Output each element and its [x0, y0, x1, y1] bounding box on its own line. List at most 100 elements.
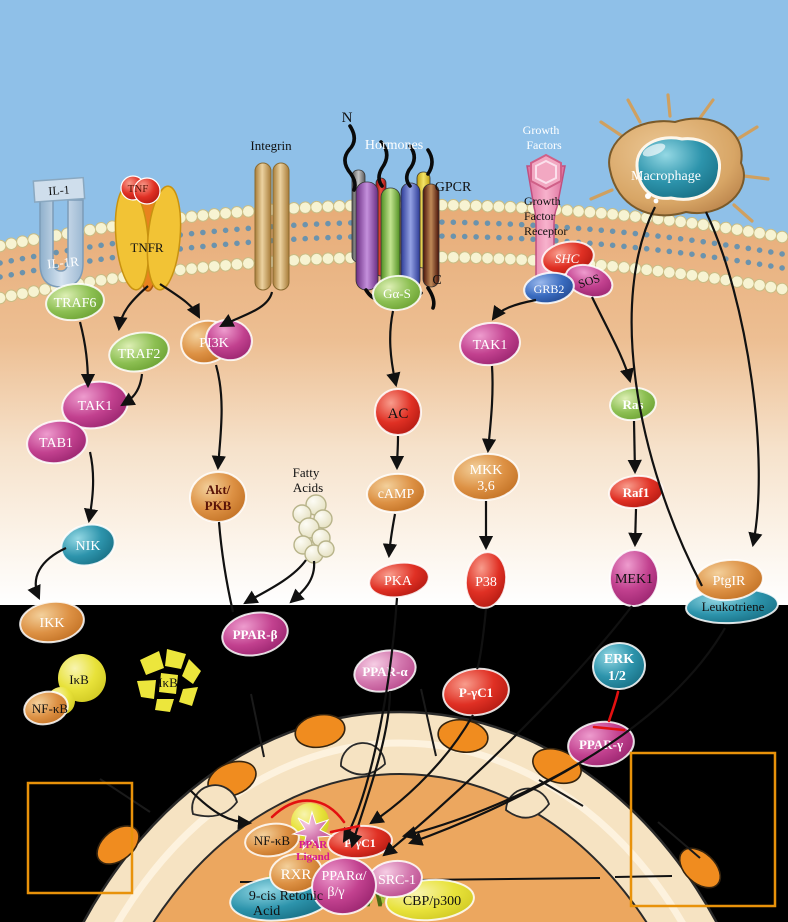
arrow-pi3k-akt	[211, 364, 226, 471]
growth-factor-ligand-inner	[535, 159, 557, 185]
ikk-label: IKK	[40, 616, 65, 631]
arrow-ras-raf1	[627, 420, 642, 475]
p38-label: P38	[475, 575, 497, 590]
arrow-tnfr-pi3k	[159, 283, 201, 319]
src1-label: SRC-1	[378, 873, 416, 888]
leukotriene-label: Leukotriene	[702, 599, 765, 614]
macrophage-label: Macrophage	[631, 169, 701, 184]
growth-factors-label-1: Growth	[523, 123, 560, 137]
tnf-ligand-2	[133, 177, 161, 205]
ppar-abg-body	[311, 856, 377, 916]
line-macrophage-left	[630, 206, 703, 587]
macrophage-granule	[653, 198, 659, 204]
sos-body	[564, 263, 614, 299]
gpcr-helix-blue	[400, 182, 421, 290]
tnfr-label: TNFR	[130, 240, 164, 255]
mkk36-label-2: 3,6	[477, 479, 495, 494]
fatty-acids-label-2: Acids	[293, 480, 323, 495]
raf1-label: Raf1	[623, 485, 650, 500]
nfkb-body	[23, 690, 69, 726]
macrophage-spikes	[589, 93, 770, 223]
tak1b-body	[459, 321, 521, 367]
arrow-pka-complex	[342, 597, 399, 843]
integrin-receptor: Integrin	[250, 138, 292, 291]
nik-body	[60, 523, 116, 567]
membrane-pin-row-upper	[0, 219, 788, 266]
arrow-ppara-complex	[348, 690, 392, 849]
pi3k-label: PI3K	[199, 336, 229, 351]
traf6-body	[45, 282, 105, 322]
nucleus: NF-κB PPAR Ligand P-γC1 RXR PPARα/ β/γ S…	[82, 688, 722, 922]
nfkb-label: NF-κB	[32, 701, 68, 716]
nuclear-nfkb-body	[244, 822, 300, 858]
ikb-degraded-label: IκB	[158, 675, 178, 690]
c-terminus-label: C	[432, 273, 441, 288]
tnfr-lobe-right	[146, 185, 182, 291]
erk-inhibits-ppargamma	[592, 690, 626, 732]
envelope-divider-lines	[99, 688, 701, 859]
arrow-fattyacid-pparb-left	[243, 559, 307, 605]
nuclear-pgc1-label: P-γC1	[344, 836, 376, 850]
gpcr-receptor: N Hormones GPCR C	[342, 110, 472, 310]
integrin-subunit-a	[254, 162, 272, 291]
legend-box-left	[26, 781, 134, 895]
hormones-label: Hormones	[365, 138, 423, 153]
ptgir-label: PtgIR	[713, 574, 746, 589]
ras-body	[609, 386, 657, 422]
nuclear-pores	[96, 713, 722, 889]
arrow-gas-ac	[386, 310, 401, 388]
retinoic-label-1: 9-cis Retonic	[249, 889, 323, 904]
growth-factor-receptor: Growth Factors Growth Factor Receptor	[523, 123, 567, 286]
akt-label-2: PKB	[205, 498, 232, 513]
arrow-sos-ras	[591, 296, 634, 384]
il1-ligand-box	[32, 176, 86, 203]
gpcr-label: GPCR	[435, 180, 472, 195]
camp-body	[366, 472, 426, 514]
macrophage-highlight	[642, 143, 666, 157]
ppar-beta-body	[221, 611, 289, 657]
arrow-macrophage-ptgir	[705, 211, 763, 548]
akt-body	[189, 470, 247, 524]
arrow-leukotriene-complex	[401, 627, 726, 840]
gfr-label-2: Factor	[524, 209, 555, 223]
mek1-label: MEK1	[615, 572, 653, 587]
retinoic-label-2: Acid	[253, 904, 280, 919]
integrin-label: Integrin	[250, 138, 292, 153]
pgc1-body	[442, 667, 510, 717]
membrane-pin-row-lower	[0, 233, 788, 280]
ppar-ligand-label-1: PPAR	[299, 839, 329, 851]
nik-label: NIK	[76, 539, 101, 554]
ppar-alpha-body	[353, 649, 417, 693]
sos-label: SOS	[576, 271, 601, 291]
akt-label-1: Akt/	[206, 482, 231, 497]
macrophage-cell: Macrophage	[589, 93, 770, 223]
ikb-degraded-fragments: IκB	[137, 649, 201, 712]
ppar-abg-label-2: β/γ	[327, 885, 344, 900]
macrophage-granule	[645, 193, 651, 199]
tnf-label: TNF	[128, 183, 149, 195]
growth-factors-label-2: Factors	[526, 138, 562, 152]
arrow-ac-camp	[389, 435, 405, 471]
il1r-receptor: IL-1 IL-1R	[32, 176, 86, 288]
arrow-pgc1-nucleus	[369, 714, 474, 825]
cbp-p300-label: CBP/p300	[403, 894, 461, 909]
nfkb-inhibits-pgc1	[270, 799, 361, 834]
arrow-integrin-pi3k	[219, 291, 274, 327]
mkk36-label-1: MKK	[470, 463, 503, 478]
ikk-body	[19, 600, 85, 644]
gas-body	[372, 274, 422, 312]
gpcr-helix-purple	[355, 181, 379, 291]
arrow-nik-ikk	[27, 547, 67, 600]
ppar-beta-label: PPAR-β	[233, 627, 278, 642]
ppar-gamma-label: PPAR-γ	[579, 737, 623, 752]
erk-label-1: ERK	[604, 652, 634, 667]
ac-label: AC	[388, 406, 409, 422]
ppar-alpha-label: PPAR-α	[362, 664, 408, 679]
pka-label: PKA	[384, 574, 413, 589]
tab1-label: TAB1	[39, 436, 73, 451]
raf1-body	[608, 474, 664, 510]
arrow-tak1-nik	[83, 451, 99, 524]
pka-body	[368, 561, 430, 599]
